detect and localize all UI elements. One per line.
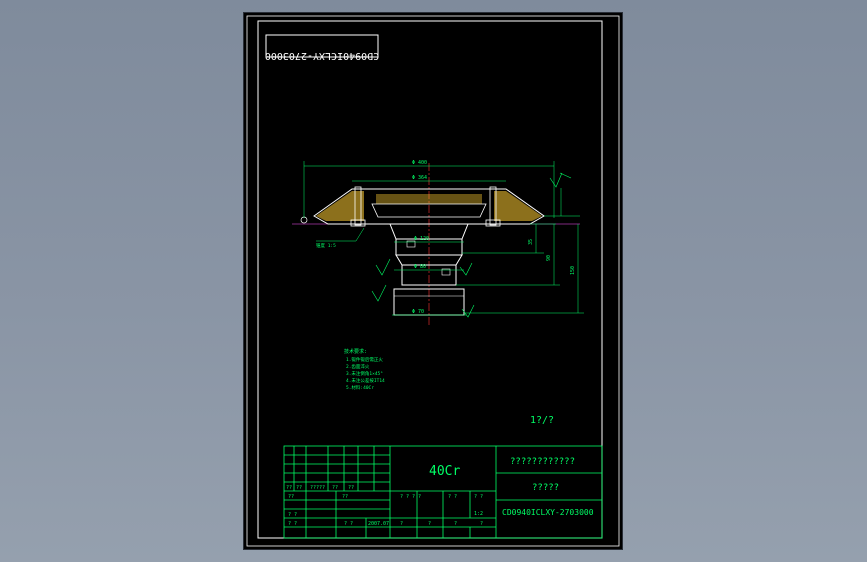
tb-material: 40Cr xyxy=(429,464,460,479)
notes-line-5: 5.材料:40Cr xyxy=(346,384,374,391)
tb-scale: 1:2 xyxy=(474,511,483,517)
tb-q-4: ?? xyxy=(348,485,354,491)
tb-q-5: ?? xyxy=(288,494,294,500)
tb-q-13: ? xyxy=(400,521,403,527)
tb-code: CD0940ICLXY-2703000 xyxy=(502,508,594,517)
technical-notes: 技术要求: 1.锻件锻后需正火 2.齿面淬火 3.未注倒角1×45° 4.未注公… xyxy=(344,348,385,391)
tb-name: ???????????? xyxy=(510,457,575,467)
tb-q-10: ? ? xyxy=(288,512,297,518)
tb-q-9: ? ? xyxy=(474,494,483,500)
tb-q-14: ? xyxy=(428,521,431,527)
dim-v2: 90 xyxy=(546,255,552,261)
title-block xyxy=(283,445,603,539)
dim-d-mid: Φ 364 xyxy=(412,175,427,181)
tb-sub: ????? xyxy=(532,483,559,493)
dim-d-hub: Φ 80 xyxy=(414,264,426,270)
notes-line-4: 4.未注公差按IT14 xyxy=(346,377,385,384)
dim-d-neck: Φ 120 xyxy=(414,236,429,242)
tb-q-8: ? ? xyxy=(448,494,457,500)
notes-line-2: 2.齿面淬火 xyxy=(346,363,370,370)
dim-d-bore: Φ 70 xyxy=(412,309,424,315)
notes-line-1: 1.锻件锻后需正火 xyxy=(346,356,383,363)
tb-q-3: ?? xyxy=(332,485,338,491)
title-block-text: 40Cr ???????????? ????? CD0940ICLXY-2703… xyxy=(286,457,594,527)
tb-q-12: ? ? xyxy=(344,521,353,527)
tb-q-0: ?? xyxy=(286,485,292,491)
tb-q-11: ? ? xyxy=(288,521,297,527)
tb-q-7: ? ? ? ? xyxy=(400,494,421,500)
dim-v3: 150 xyxy=(570,266,576,275)
stamp-box xyxy=(265,34,379,58)
notes-line-3: 3.未注倒角1×45° xyxy=(346,370,383,377)
part-view: Φ 400 Φ 364 35 90 150 Φ 120 Φ 80 Φ 70 锥度… xyxy=(292,160,584,325)
tb-date: 2007.07 xyxy=(368,521,389,527)
tb-q-15: ? xyxy=(454,521,457,527)
dim-d-top: Φ 400 xyxy=(412,160,427,166)
roughness-note: 1?/? xyxy=(530,415,554,426)
dim-leader: 锥度 1:5 xyxy=(316,242,336,249)
tb-q-6: ?? xyxy=(342,494,348,500)
notes-heading: 技术要求: xyxy=(344,348,367,355)
outer-frame xyxy=(246,15,620,547)
tb-q-1: ?? xyxy=(296,485,302,491)
tb-q-2: ????? xyxy=(310,485,325,491)
dim-v1: 35 xyxy=(528,239,534,245)
cad-drawing[interactable]: CD0940ICLXY-2703000 xyxy=(244,13,622,549)
stamp-code: CD0940ICLXY-2703000 xyxy=(265,50,379,61)
tb-q-16: ? xyxy=(480,521,483,527)
drawing-sheet: CD0940ICLXY-2703000 xyxy=(244,13,622,549)
